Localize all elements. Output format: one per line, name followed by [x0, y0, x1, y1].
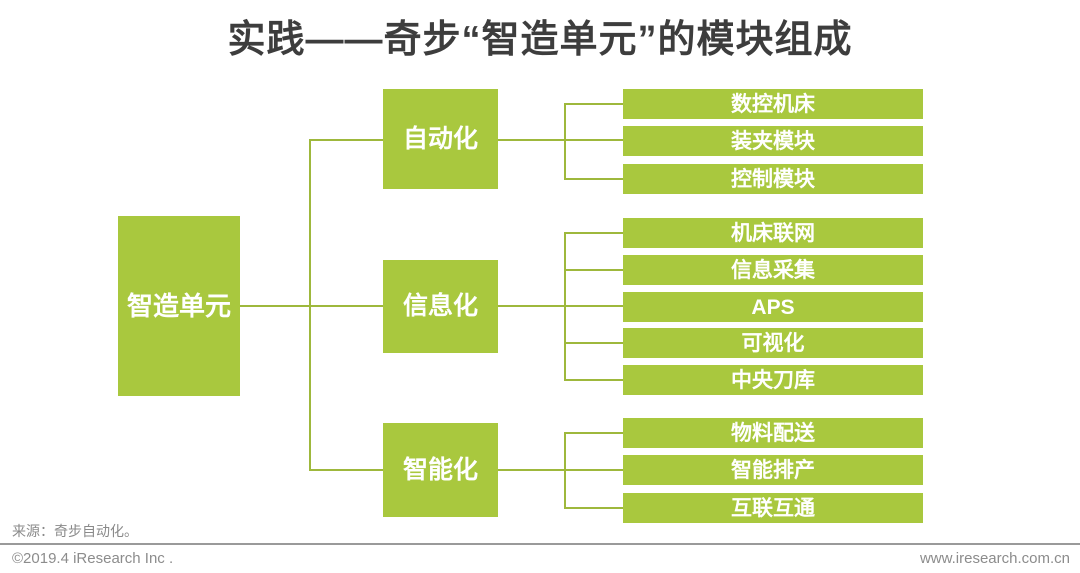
group-node-intelligence: 智能化	[383, 423, 498, 517]
connector-line	[564, 103, 566, 180]
website-url: www.iresearch.com.cn	[919, 550, 1070, 567]
connector-line	[564, 507, 623, 509]
module-bar: 控制模块	[623, 164, 923, 194]
module-bar: 可视化	[623, 328, 923, 358]
source-note: 来源：奇步自动化。	[12, 523, 138, 539]
module-bar: 物料配送	[623, 418, 923, 448]
module-bar: 数控机床	[623, 89, 923, 119]
connector-line	[564, 342, 623, 344]
connector-line	[309, 139, 311, 471]
page-title: 实践——奇步“智造单元”的模块组成	[227, 19, 853, 61]
module-bar: 中央刀库	[623, 365, 923, 395]
copyright-text: ©2019.4 iResearch Inc .	[12, 550, 174, 567]
connector-line	[564, 103, 623, 105]
connector-line	[564, 432, 566, 509]
module-bar: APS	[623, 292, 923, 322]
group-node-informatization: 信息化	[383, 260, 498, 353]
module-bar: 机床联网	[623, 218, 923, 248]
module-bar: 智能排产	[623, 455, 923, 485]
module-bar: 互联互通	[623, 493, 923, 523]
footer-divider	[0, 543, 1080, 545]
connector-line	[564, 269, 623, 271]
connector-line	[564, 232, 623, 234]
connector-line	[564, 379, 623, 381]
module-bar: 信息采集	[623, 255, 923, 285]
group-node-automation: 自动化	[383, 89, 498, 189]
root-node: 智造单元	[118, 216, 240, 396]
module-bar: 装夹模块	[623, 126, 923, 156]
connector-line	[564, 432, 623, 434]
connector-line	[564, 178, 623, 180]
connector-line	[564, 232, 566, 381]
